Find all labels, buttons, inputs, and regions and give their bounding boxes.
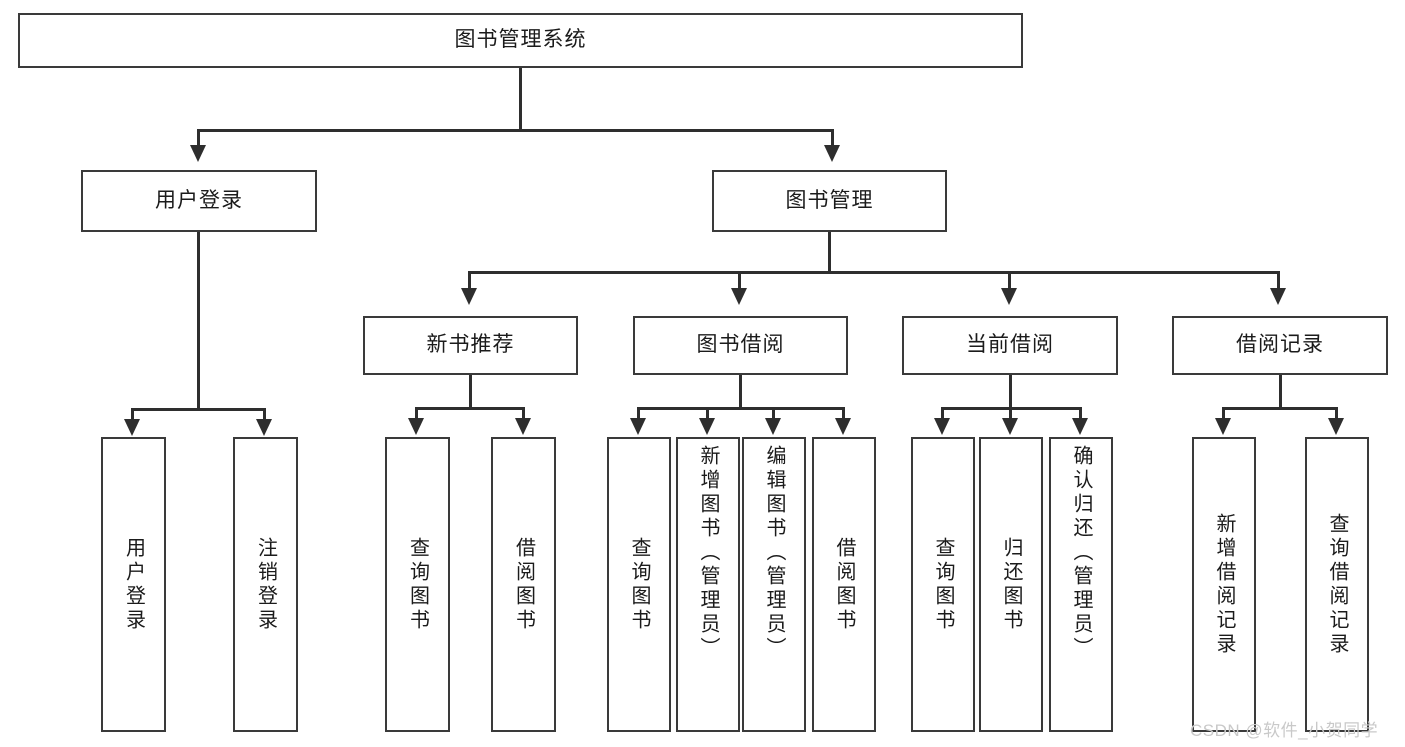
connector-borrow-bar <box>637 407 845 410</box>
arrow-to-current-borrow <box>1001 288 1017 305</box>
node-new-book-recommend-label: 新书推荐 <box>426 333 515 357</box>
leaf-query-book-borrow-label: 查询图书 <box>628 536 650 633</box>
connector-recommend-bar <box>415 407 525 410</box>
arrow-to-leaf-user-logout <box>256 419 272 436</box>
leaf-user-login-label: 用户登录 <box>122 536 145 633</box>
connector-root-to-user-login <box>197 129 200 148</box>
connector-record-bar <box>1222 407 1338 410</box>
arrow-to-leaf-query-book-recommend <box>408 418 424 435</box>
node-new-book-recommend[interactable]: 新书推荐 <box>363 316 578 375</box>
connector-bm-drop-2 <box>738 271 741 291</box>
root-node[interactable]: 图书管理系统 <box>18 13 1023 68</box>
connector-current-drop-2 <box>1009 407 1012 421</box>
leaf-confirm-return-admin-label: 确认归还（管理员） <box>1070 445 1092 661</box>
arrow-root-to-user-login <box>190 145 206 162</box>
connector-user-login-bar <box>131 408 266 411</box>
leaf-borrow-book-recommend-label: 借阅图书 <box>512 536 535 633</box>
arrow-root-to-book-management <box>824 145 840 162</box>
arrow-to-leaf-query-borrow-record <box>1328 418 1344 435</box>
arrow-to-leaf-user-login <box>124 419 140 436</box>
connector-recommend-drop-2 <box>522 407 525 421</box>
connector-user-login-drop-2 <box>263 408 266 422</box>
connector-root-bar <box>197 129 834 132</box>
node-user-login-label: 用户登录 <box>155 188 243 212</box>
root-node-label: 图书管理系统 <box>454 28 587 52</box>
arrow-to-leaf-edit-book-admin <box>765 418 781 435</box>
node-book-management[interactable]: 图书管理 <box>712 170 947 232</box>
leaf-edit-book-admin[interactable]: 编辑图书（管理员） <box>742 437 806 732</box>
connector-user-login-stem <box>197 232 200 410</box>
connector-bm-drop-1 <box>468 271 471 291</box>
leaf-add-borrow-record[interactable]: 新增借阅记录 <box>1192 437 1256 732</box>
leaf-return-book-label: 归还图书 <box>1000 536 1022 633</box>
connector-bm-drop-3 <box>1008 271 1011 291</box>
connector-record-drop-2 <box>1335 407 1338 421</box>
connector-book-management-bar <box>468 271 1280 274</box>
connector-borrow-drop-3 <box>772 407 775 421</box>
node-current-borrow[interactable]: 当前借阅 <box>902 316 1118 375</box>
arrow-to-leaf-confirm-return-admin <box>1072 418 1088 435</box>
arrow-to-leaf-query-book-current <box>934 418 950 435</box>
connector-borrow-drop-2 <box>706 407 709 421</box>
leaf-edit-book-admin-label: 编辑图书（管理员） <box>763 445 785 661</box>
node-current-borrow-label: 当前借阅 <box>966 333 1054 357</box>
arrow-to-leaf-add-book-admin <box>699 418 715 435</box>
arrow-to-new-book-recommend <box>461 288 477 305</box>
arrow-to-leaf-add-borrow-record <box>1215 418 1231 435</box>
connector-book-management-stem <box>828 232 831 273</box>
arrow-to-book-borrow <box>731 288 747 305</box>
node-user-login[interactable]: 用户登录 <box>81 170 317 232</box>
leaf-return-book[interactable]: 归还图书 <box>979 437 1043 732</box>
connector-root-stem <box>519 68 522 130</box>
leaf-add-book-admin[interactable]: 新增图书（管理员） <box>676 437 740 732</box>
connector-recommend-stem <box>469 375 472 409</box>
leaf-query-book-borrow[interactable]: 查询图书 <box>607 437 671 732</box>
leaf-confirm-return-admin[interactable]: 确认归还（管理员） <box>1049 437 1113 732</box>
connector-record-drop-1 <box>1222 407 1225 421</box>
connector-recommend-drop-1 <box>415 407 418 421</box>
leaf-borrow-book-recommend[interactable]: 借阅图书 <box>491 437 556 732</box>
leaf-query-borrow-record-label: 查询借阅记录 <box>1326 512 1348 657</box>
connector-current-stem <box>1009 375 1012 409</box>
leaf-user-logout-label: 注销登录 <box>254 536 277 633</box>
leaf-query-borrow-record[interactable]: 查询借阅记录 <box>1305 437 1369 732</box>
leaf-query-book-current[interactable]: 查询图书 <box>911 437 975 732</box>
connector-current-drop-1 <box>941 407 944 421</box>
leaf-query-book-current-label: 查询图书 <box>932 536 954 633</box>
arrow-to-borrow-record <box>1270 288 1286 305</box>
connector-borrow-drop-4 <box>842 407 845 421</box>
node-book-management-label: 图书管理 <box>785 188 874 212</box>
connector-user-login-drop-1 <box>131 408 134 422</box>
connector-borrow-stem <box>739 375 742 409</box>
connector-borrow-drop-1 <box>637 407 640 421</box>
leaf-add-borrow-record-label: 新增借阅记录 <box>1213 512 1235 657</box>
csdn-watermark: CSDN @软件_小贺同学 <box>1190 721 1379 740</box>
leaf-query-book-recommend-label: 查询图书 <box>406 536 429 633</box>
connector-root-to-book-management <box>831 129 834 148</box>
leaf-user-logout[interactable]: 注销登录 <box>233 437 298 732</box>
node-borrow-record[interactable]: 借阅记录 <box>1172 316 1388 375</box>
node-borrow-record-label: 借阅记录 <box>1236 333 1324 357</box>
connector-bm-drop-4 <box>1277 271 1280 291</box>
arrow-to-leaf-return-book <box>1002 418 1018 435</box>
leaf-add-book-admin-label: 新增图书（管理员） <box>697 445 719 661</box>
leaf-borrow-book-label: 借阅图书 <box>833 536 855 633</box>
leaf-user-login[interactable]: 用户登录 <box>101 437 166 732</box>
node-book-borrow[interactable]: 图书借阅 <box>633 316 848 375</box>
arrow-to-leaf-borrow-book <box>835 418 851 435</box>
leaf-borrow-book[interactable]: 借阅图书 <box>812 437 876 732</box>
arrow-to-leaf-borrow-book-recommend <box>515 418 531 435</box>
node-book-borrow-label: 图书借阅 <box>696 333 785 357</box>
connector-current-drop-3 <box>1079 407 1082 421</box>
leaf-query-book-recommend[interactable]: 查询图书 <box>385 437 450 732</box>
arrow-to-leaf-query-book-borrow <box>630 418 646 435</box>
connector-record-stem <box>1279 375 1282 409</box>
